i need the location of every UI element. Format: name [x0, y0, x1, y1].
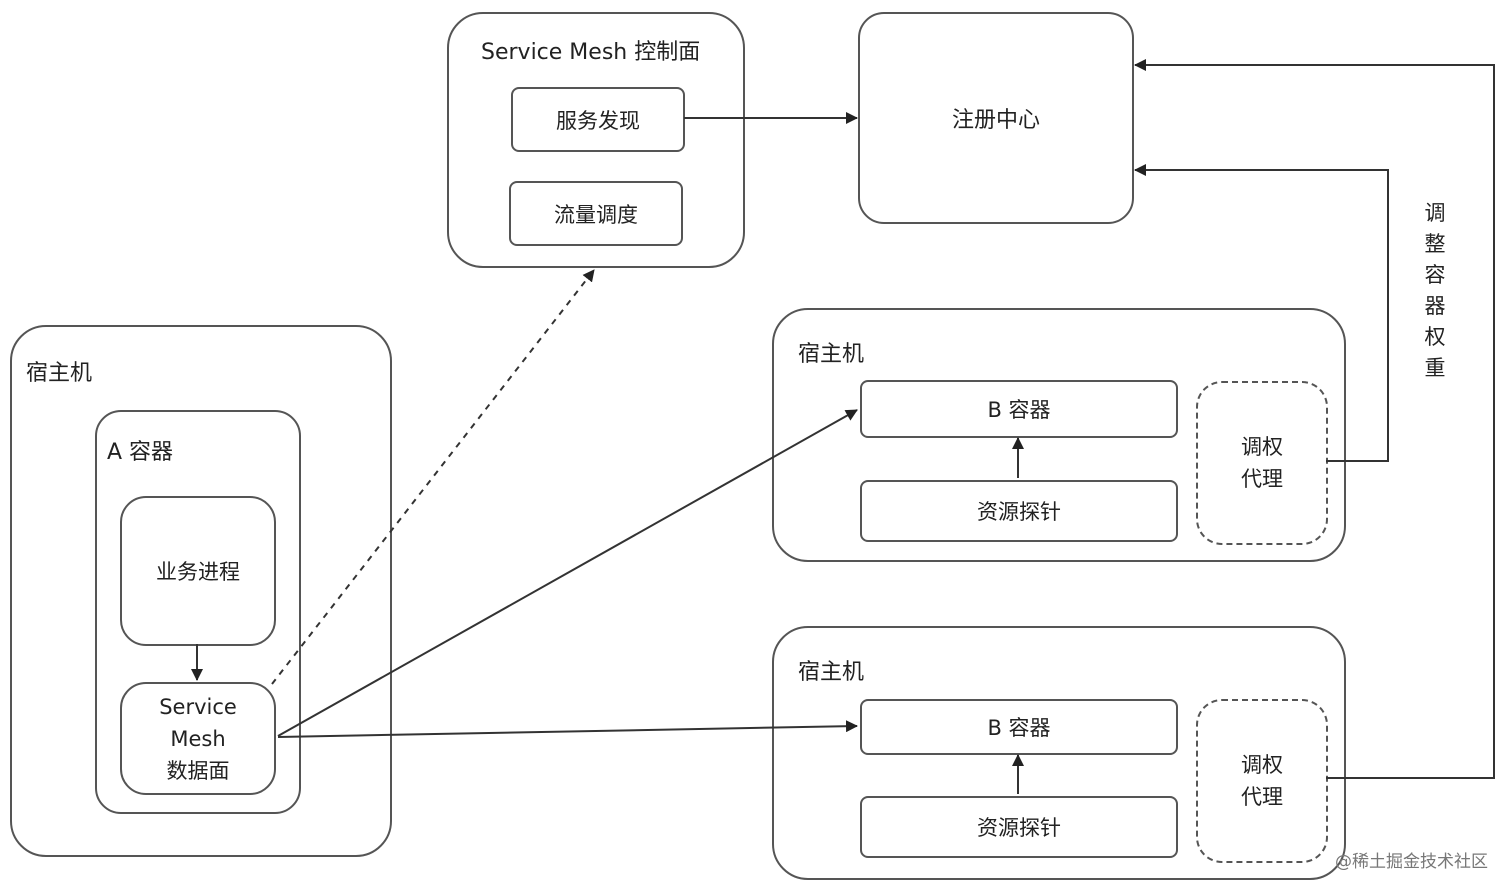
control-plane-box: Service Mesh 控制面 服务发现 流量调度 — [447, 12, 745, 268]
container-a-box: A 容器 业务进程 Service Mesh 数据面 — [95, 410, 301, 814]
weight-agent-b1-box: 调权 代理 — [1196, 381, 1328, 545]
weight-agent-b2-box: 调权 代理 — [1196, 699, 1328, 863]
data-plane-line: Mesh — [170, 726, 226, 751]
data-plane-line: Service — [159, 694, 237, 719]
host-b2-title: 宿主机 — [798, 660, 865, 685]
container-b2-box: B 容器 — [860, 699, 1178, 755]
control-plane-title: Service Mesh 控制面 — [481, 40, 701, 65]
weight-agent-line: 代理 — [1241, 785, 1283, 809]
adjust-weight-line: 调整 — [1424, 201, 1446, 256]
host-b1-box: 宿主机 B 容器 资源探针 调权 代理 — [772, 308, 1346, 562]
weight-agent-line: 代理 — [1241, 467, 1283, 491]
container-a-title: A 容器 — [107, 440, 174, 465]
host-a-box: 宿主机 A 容器 业务进程 Service Mesh 数据面 — [10, 325, 392, 857]
weight-agent-line: 调权 — [1241, 435, 1283, 459]
weight-agent-line: 调权 — [1241, 753, 1283, 777]
business-process-box: 业务进程 — [120, 496, 276, 646]
host-b2-box: 宿主机 B 容器 资源探针 调权 代理 — [772, 626, 1346, 880]
watermark-text: @稀土掘金技术社区 — [1335, 852, 1488, 872]
host-a-title: 宿主机 — [26, 361, 93, 386]
service-discovery-box: 服务发现 — [511, 87, 685, 152]
data-plane-box: Service Mesh 数据面 — [120, 682, 276, 795]
registry-center-box: 注册中心 — [858, 12, 1134, 224]
container-b1-box: B 容器 — [860, 380, 1178, 438]
probe-b2-box: 资源探针 — [860, 796, 1178, 858]
traffic-scheduling-box: 流量调度 — [509, 181, 683, 246]
adjust-weight-label: 调整 容器 权重 — [1415, 198, 1455, 384]
host-b1-title: 宿主机 — [798, 342, 865, 367]
adjust-weight-line: 容器 — [1424, 263, 1446, 318]
probe-b1-box: 资源探针 — [860, 480, 1178, 542]
data-plane-line: 数据面 — [166, 758, 230, 783]
adjust-weight-line: 权重 — [1424, 325, 1446, 380]
